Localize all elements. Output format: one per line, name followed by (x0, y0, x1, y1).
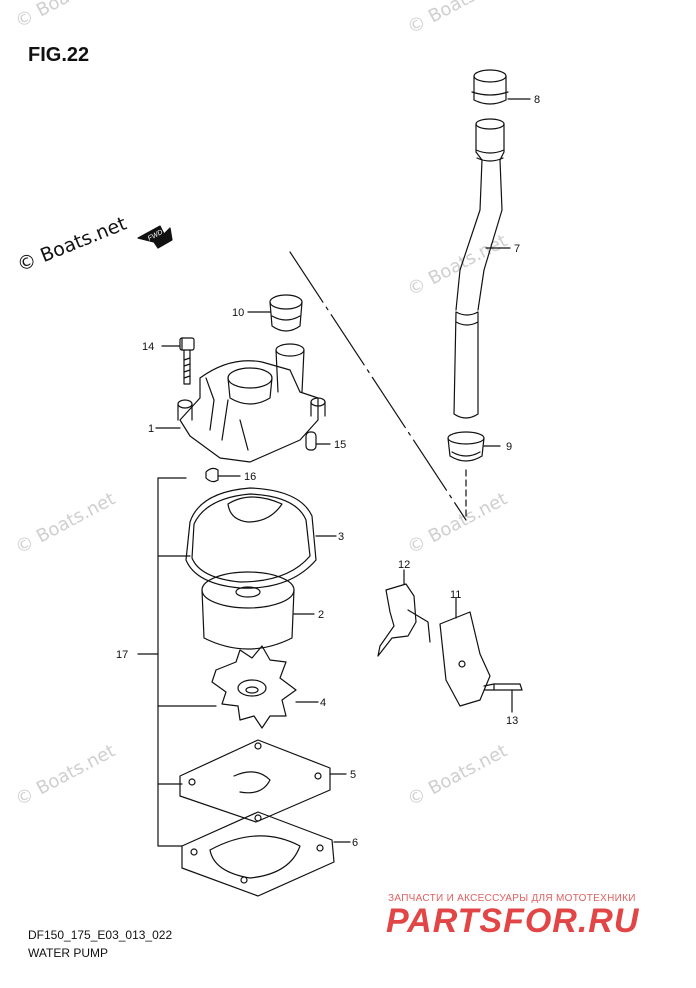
part-1-pump-case (155, 343, 326, 463)
callout-16: 16 (244, 471, 256, 483)
part-5-plate (179, 739, 347, 823)
part-10-sleeve (247, 294, 303, 332)
callout-1: 1 (148, 423, 154, 435)
part-17-bracket (137, 477, 217, 847)
part-7-hose (453, 118, 511, 419)
banner-logo[interactable]: PARTSFOR.RU (386, 902, 640, 940)
diagram-code: DF150_175_E03_013_022 (28, 928, 173, 942)
alignment-line (289, 251, 467, 521)
part-9-grommet (447, 431, 501, 462)
part-16-key (205, 467, 241, 483)
callout-13: 13 (506, 715, 518, 727)
part-2-liner (201, 571, 315, 650)
diagram-title: WATER PUMP (28, 946, 108, 960)
part-3-seal-ring (185, 487, 337, 589)
part-8-cap (471, 69, 531, 105)
part-13-screw (483, 683, 523, 713)
callout-7: 7 (514, 243, 520, 255)
callout-14: 14 (142, 341, 154, 353)
part-6-gasket (181, 811, 351, 897)
callout-12: 12 (398, 559, 410, 571)
part-11-cover (439, 597, 491, 707)
part-12-clip (377, 569, 431, 657)
callout-2: 2 (318, 609, 324, 621)
fwd-arrow-icon: FWD (137, 225, 173, 249)
part-14-bolt (161, 337, 195, 385)
banner-tagline: ЗАПЧАСТИ И АКСЕССУАРЫ ДЛЯ МОТОТЕХНИКИ (388, 893, 636, 904)
part-15-pin (305, 431, 331, 451)
callout-5: 5 (350, 769, 356, 781)
callout-15: 15 (334, 439, 346, 451)
callout-3: 3 (338, 531, 344, 543)
callout-labels: 1 2 3 4 5 6 7 8 9 10 11 12 13 14 15 16 1… (116, 94, 540, 849)
callout-9: 9 (506, 441, 512, 453)
callout-11: 11 (450, 589, 461, 601)
callout-10: 10 (232, 307, 244, 319)
callout-17: 17 (116, 649, 128, 661)
figure-title: FIG.22 (28, 44, 90, 66)
part-4-impeller (211, 645, 319, 729)
callout-6: 6 (352, 837, 358, 849)
callout-4: 4 (320, 697, 326, 709)
callout-8: 8 (534, 94, 540, 106)
